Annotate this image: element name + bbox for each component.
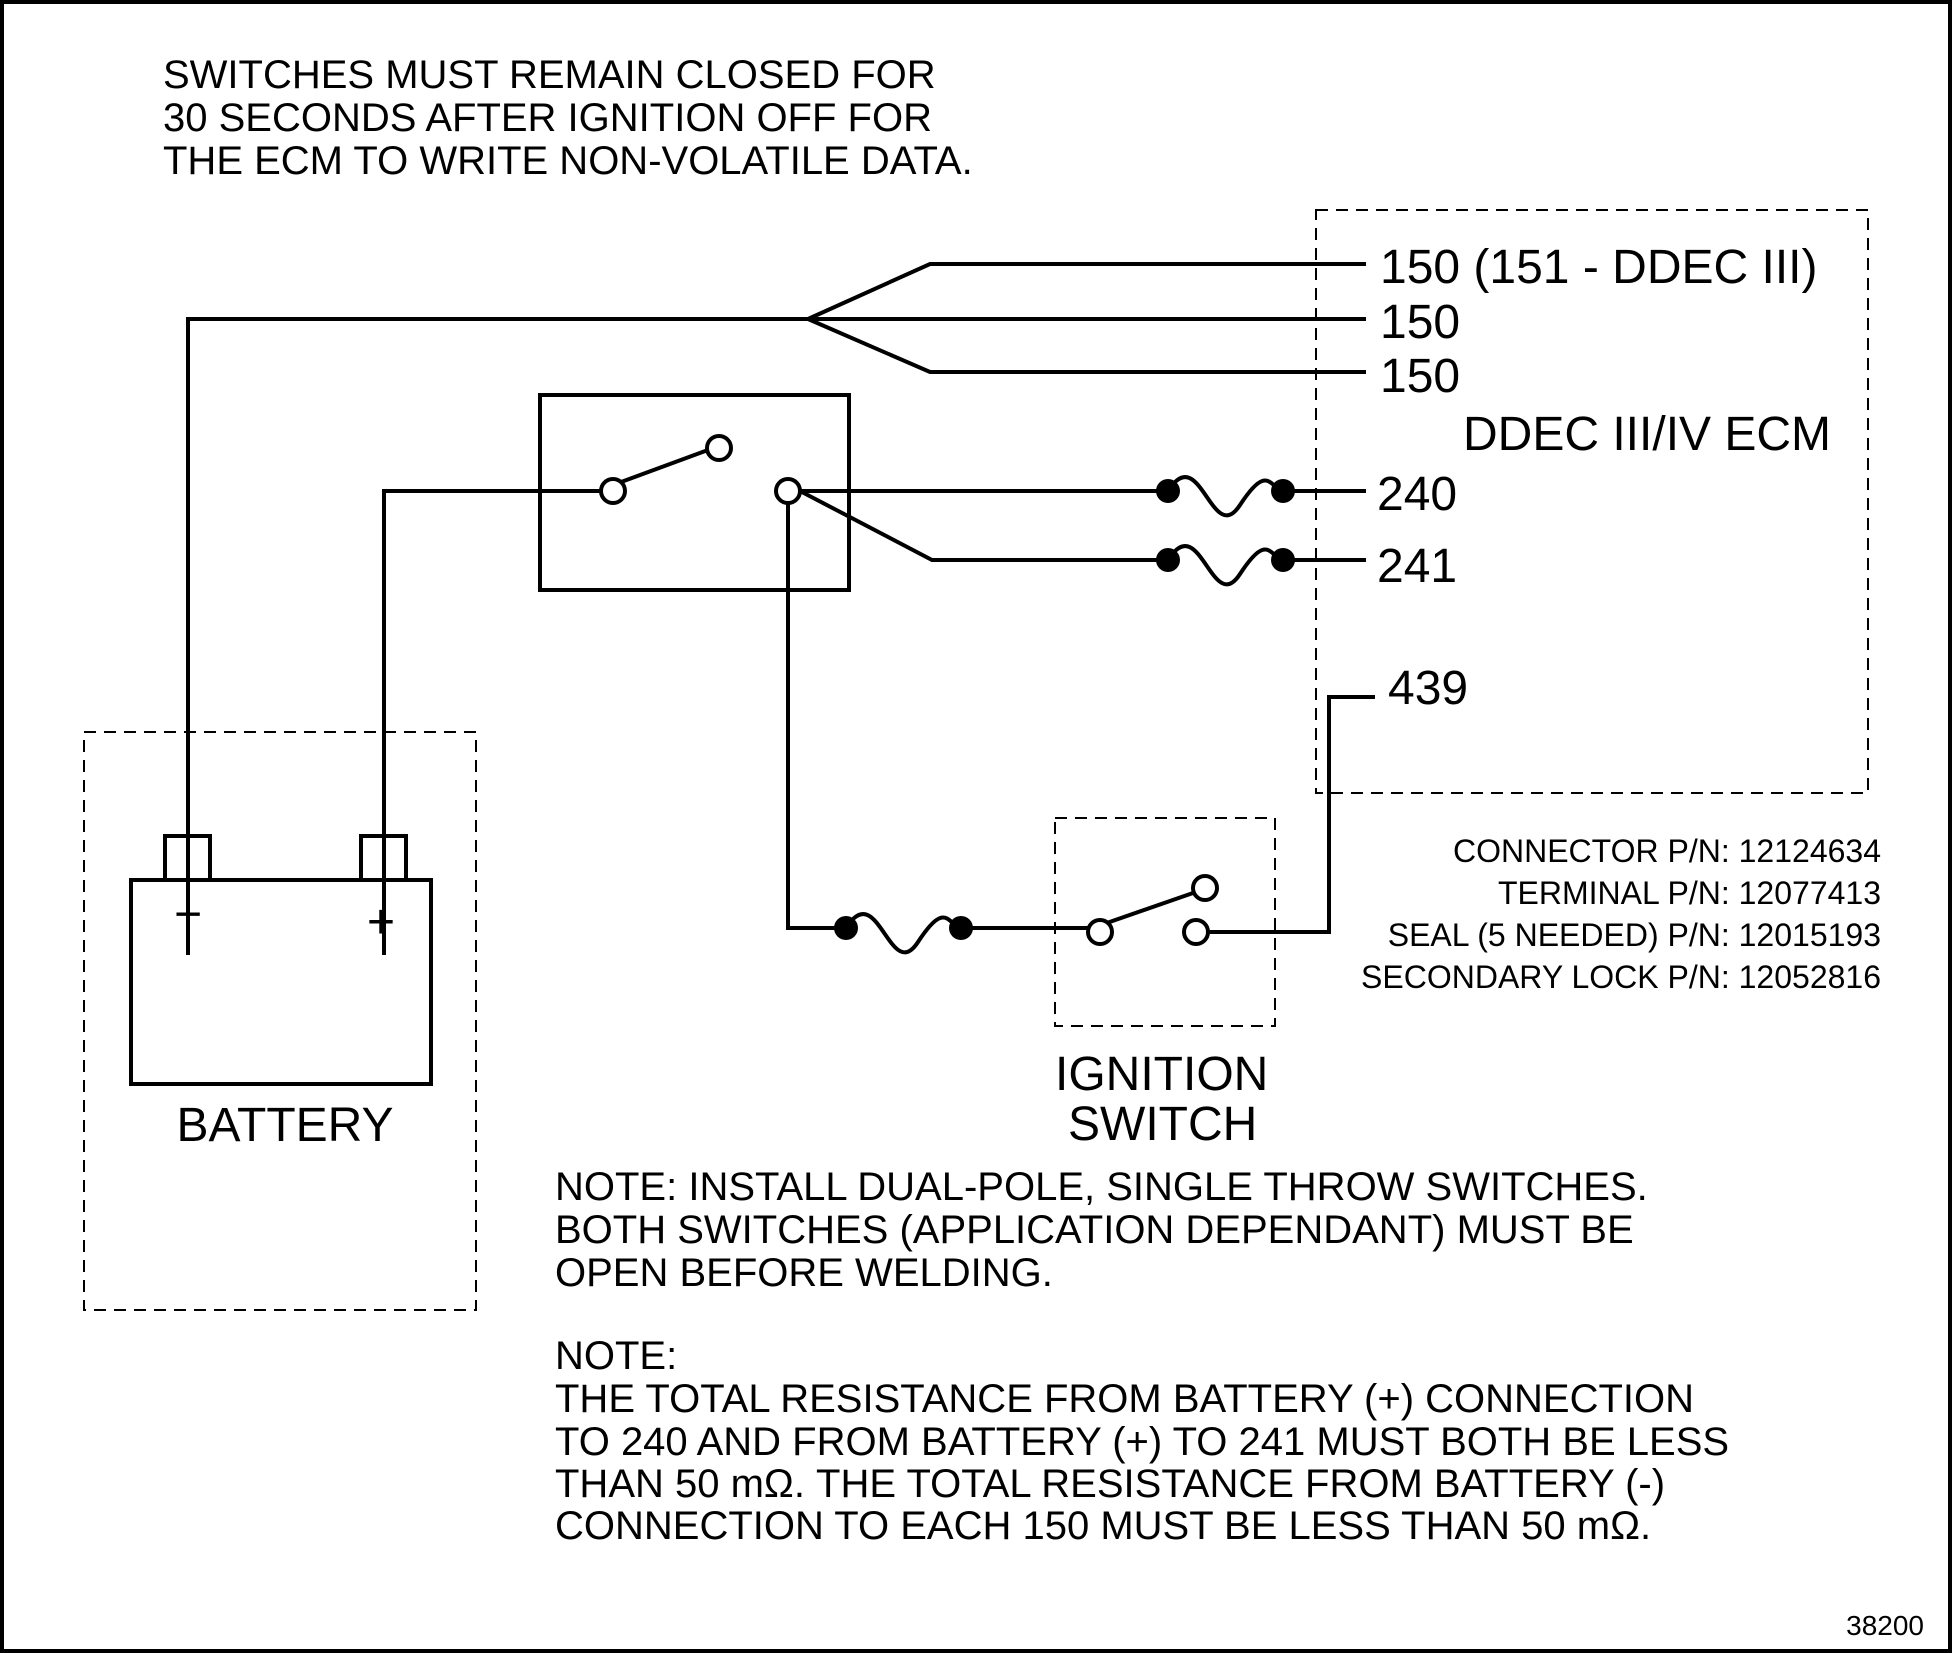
resistance-note-line-4: THAN 50 mΩ. THE TOTAL RESISTANCE FROM BA…	[555, 1462, 1665, 1506]
ignition-switch-label-line-1: IGNITION	[1055, 1048, 1268, 1101]
battery-positive-post	[359, 834, 408, 882]
pin-label-439: 439	[1388, 662, 1468, 715]
top-note-line-1: SWITCHES MUST REMAIN CLOSED FOR	[163, 53, 936, 97]
battery-positive-symbol: +	[367, 896, 395, 949]
battery-area-box	[83, 731, 477, 1311]
fuse-240-terminal-left	[1156, 479, 1180, 503]
pin-label-150-c: 150	[1380, 350, 1460, 403]
ground-wires	[186, 262, 1366, 955]
welding-note-line-3: OPEN BEFORE WELDING.	[555, 1251, 1053, 1295]
ignition-fuse	[844, 912, 962, 955]
welding-note-line-2: BOTH SWITCHES (APPLICATION DEPENDANT) MU…	[555, 1208, 1634, 1252]
resistance-note: NOTE: THE TOTAL RESISTANCE FROM BATTERY …	[555, 1334, 1729, 1548]
pin-label-241: 241	[1377, 540, 1457, 593]
fuse-241-terminal-left	[1156, 548, 1180, 572]
connector-pn: CONNECTOR P/N: 12124634	[1453, 833, 1881, 869]
welding-note-line-1: NOTE: INSTALL DUAL-POLE, SINGLE THROW SW…	[555, 1165, 1648, 1209]
resistance-note-line-1: NOTE:	[555, 1334, 677, 1378]
pin-label-150-ddec3: 150 (151 - DDEC III)	[1380, 241, 1817, 294]
ignition-switch-blade	[1100, 891, 1194, 927]
terminal-pn: TERMINAL P/N: 12077413	[1498, 875, 1881, 911]
fuse-240-terminal-right	[1271, 479, 1295, 503]
ignition-switch-open-contact	[1191, 874, 1219, 902]
fuse-241-terminal-right	[1271, 548, 1295, 572]
wire-150-top	[807, 262, 1366, 321]
pin-label-240: 240	[1377, 468, 1457, 521]
master-switch-output-terminal	[774, 477, 802, 505]
wire-150-bottom	[807, 317, 1366, 374]
ignition-fuse-terminal-left	[834, 916, 858, 940]
resistance-note-line-3: TO 240 AND FROM BATTERY (+) TO 241 MUST …	[555, 1420, 1729, 1464]
battery-negative-post	[163, 834, 212, 882]
ignition-switch-output-terminal	[1182, 918, 1210, 946]
welding-note: NOTE: INSTALL DUAL-POLE, SINGLE THROW SW…	[555, 1165, 1648, 1295]
figure-number: 38200	[1846, 1610, 1924, 1641]
top-note-line-3: THE ECM TO WRITE NON-VOLATILE DATA.	[163, 139, 973, 183]
master-switch-blade	[612, 448, 709, 487]
wire-to-ignition-fuse	[786, 503, 846, 930]
top-note: SWITCHES MUST REMAIN CLOSED FOR 30 SECON…	[163, 53, 973, 183]
master-switch-open-contact	[705, 434, 733, 462]
battery-body	[129, 878, 433, 1086]
battery-feed-wires	[799, 475, 1366, 587]
wire-439	[1208, 695, 1375, 934]
positive-wire-to-switch	[382, 489, 612, 955]
ecm-box	[1315, 209, 1869, 794]
connector-info: CONNECTOR P/N: 12124634 TERMINAL P/N: 12…	[1361, 833, 1881, 995]
pin-label-150-b: 150	[1380, 296, 1460, 349]
battery-negative-symbol: −	[174, 888, 202, 941]
wire-241-to-fuse	[799, 489, 1168, 562]
battery-label: BATTERY	[177, 1099, 394, 1152]
fuse-241	[1166, 544, 1284, 587]
resistance-note-line-5: CONNECTION TO EACH 150 MUST BE LESS THAN…	[555, 1504, 1651, 1548]
ecm-title: DDEC III/IV ECM	[1463, 408, 1831, 461]
ignition-switch-pivot-terminal	[1086, 918, 1114, 946]
ignition-switch-box	[1054, 817, 1276, 1027]
fuse-240	[1166, 475, 1284, 518]
master-switch-pivot-terminal	[599, 477, 627, 505]
resistance-note-line-2: THE TOTAL RESISTANCE FROM BATTERY (+) CO…	[555, 1377, 1694, 1421]
ignition-switch-label-line-2: SWITCH	[1068, 1098, 1257, 1151]
secondary-lock-pn: SECONDARY LOCK P/N: 12052816	[1361, 959, 1881, 995]
seal-pn: SEAL (5 NEEDED) P/N: 12015193	[1388, 917, 1881, 953]
top-note-line-2: 30 SECONDS AFTER IGNITION OFF FOR	[163, 96, 932, 140]
negative-trunk-wire	[186, 317, 808, 955]
